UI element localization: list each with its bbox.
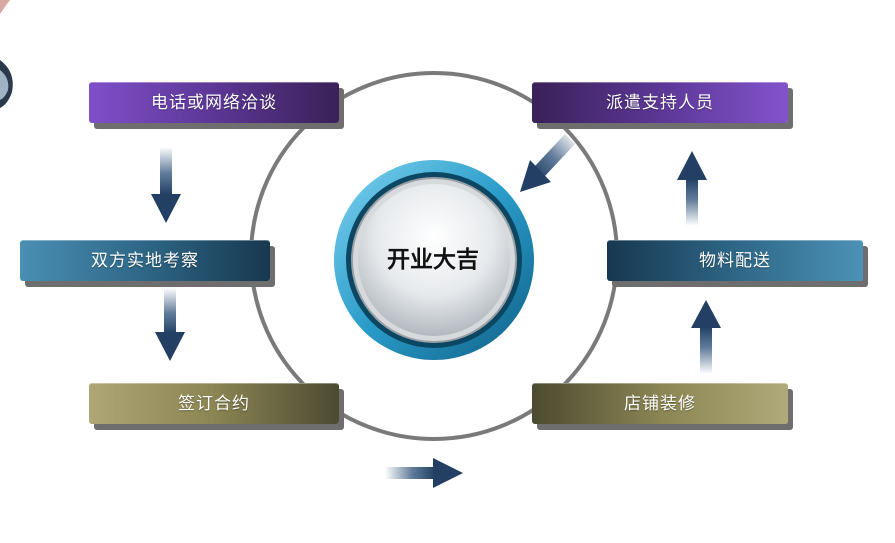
- arrow-down-1: [151, 147, 181, 223]
- step-phone-negotiation: 电话或网络洽谈: [89, 82, 339, 123]
- step-label: 双方实地考察: [91, 251, 199, 271]
- arrow-diagonal: [520, 134, 575, 192]
- center-emblem: [328, 154, 540, 366]
- step-label: 店铺装修: [624, 394, 696, 414]
- center-label: 开业大吉: [387, 247, 479, 273]
- corner-decoration: [0, 0, 13, 108]
- step-store-decoration: 店铺装修: [532, 383, 788, 424]
- arrow-down-2: [155, 288, 185, 361]
- step-material-delivery: 物料配送: [607, 240, 863, 281]
- step-sign-contract: 签订合约: [89, 383, 339, 424]
- step-label: 物料配送: [699, 251, 771, 271]
- step-dispatch-support: 派遣支持人员: [532, 82, 788, 123]
- step-label: 签订合约: [178, 394, 250, 414]
- arrow-right: [385, 458, 463, 488]
- step-site-inspection: 双方实地考察: [20, 240, 270, 281]
- step-label: 派遣支持人员: [606, 93, 714, 113]
- step-label: 电话或网络洽谈: [151, 93, 277, 113]
- arrow-up-2: [677, 151, 707, 226]
- arrow-up-1: [691, 300, 721, 374]
